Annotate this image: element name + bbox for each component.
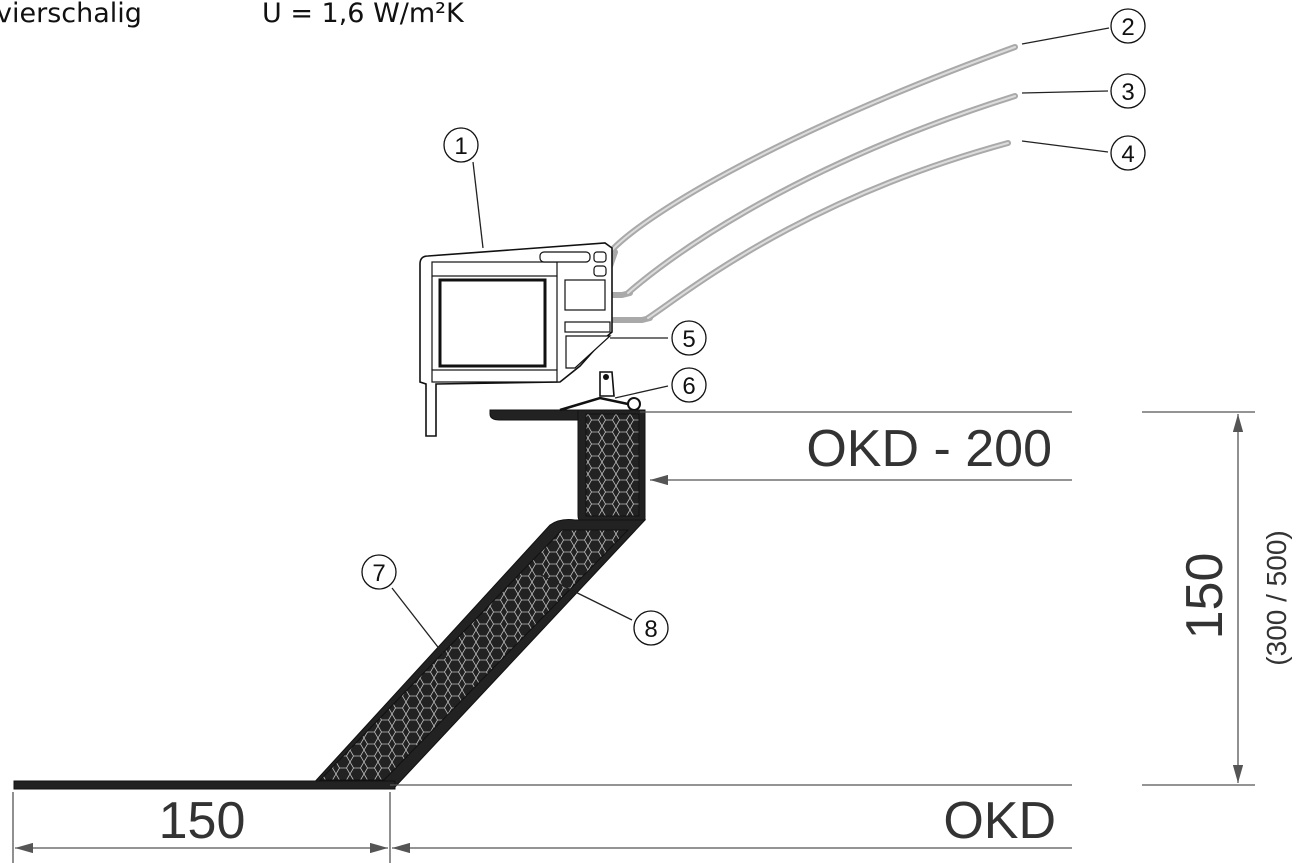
svg-text:6: 6 bbox=[682, 373, 695, 400]
okd-minus-label: OKD - 200 bbox=[806, 420, 1052, 478]
svg-text:3: 3 bbox=[1121, 79, 1134, 106]
frame-profile bbox=[419, 242, 613, 437]
callout-4: 4 bbox=[1110, 135, 1146, 171]
width-dimension-label: 150 bbox=[159, 792, 246, 850]
header-label: vierschalig bbox=[0, 0, 142, 29]
glazing-panes bbox=[557, 44, 1018, 323]
svg-text:4: 4 bbox=[1121, 141, 1134, 168]
svg-text:7: 7 bbox=[372, 560, 385, 587]
height-dimension-label: 150 bbox=[1176, 553, 1234, 640]
svg-text:8: 8 bbox=[644, 616, 657, 643]
callout-6: 6 bbox=[671, 367, 707, 403]
callout-1: 1 bbox=[443, 127, 479, 163]
callout-3: 3 bbox=[1110, 73, 1146, 109]
svg-text:5: 5 bbox=[682, 326, 695, 353]
svg-text:2: 2 bbox=[1121, 14, 1134, 41]
okd-label: OKD bbox=[943, 792, 1056, 850]
pane-outer bbox=[609, 44, 1018, 253]
callout-7: 7 bbox=[361, 554, 397, 590]
u-value-label: U = 1,6 W/m²K bbox=[262, 0, 465, 29]
callout-leaders bbox=[391, 27, 1110, 661]
svg-text:1: 1 bbox=[454, 133, 467, 160]
height-alt-dimension-label: (300 / 500) bbox=[1261, 530, 1292, 665]
callout-8: 8 bbox=[633, 610, 669, 646]
upstand bbox=[13, 396, 647, 790]
callout-5: 5 bbox=[671, 320, 707, 356]
callout-2: 2 bbox=[1110, 8, 1146, 44]
reference-lines bbox=[12, 411, 1255, 863]
